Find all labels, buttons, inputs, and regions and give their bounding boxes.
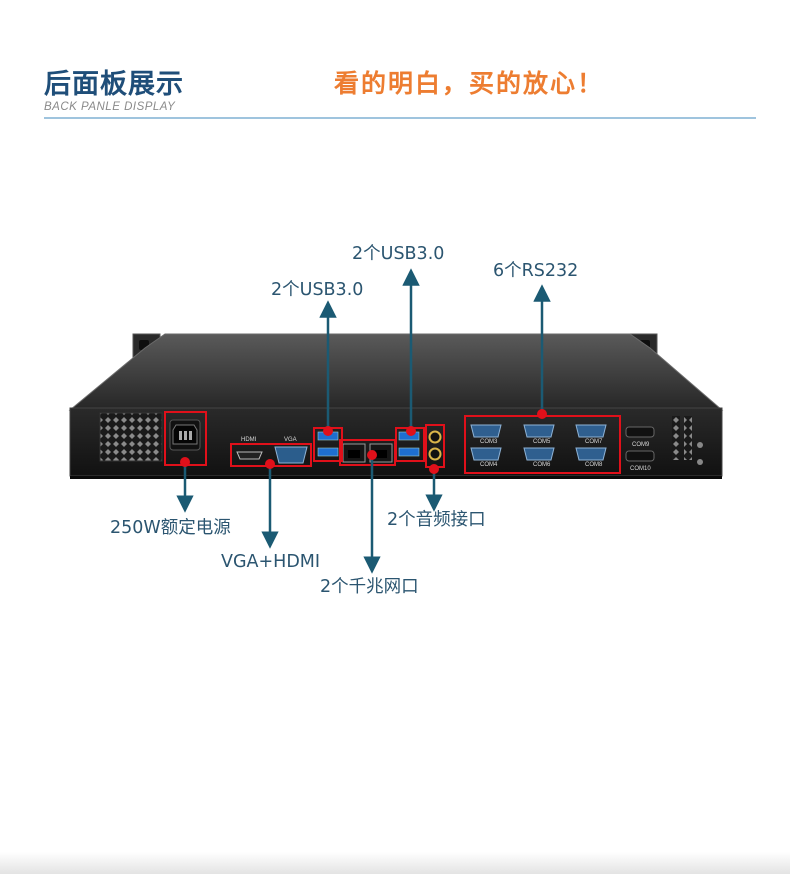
com-ports: COM3 COM5 COM7 COM4 COM6 COM8 COM9 COM10: [470, 424, 655, 472]
audio-callout: 2个音频接口: [387, 510, 486, 530]
header-divider: [44, 117, 756, 119]
audio-jacks: [428, 430, 442, 461]
video-callout: VGA+HDMI: [221, 552, 321, 572]
lan-callout: 2个千兆网口: [320, 577, 419, 597]
com4-label: COM4: [480, 462, 498, 468]
video-ports: HDMI VGA: [236, 437, 308, 464]
com8-label: COM8: [585, 462, 603, 468]
callout-dots: [180, 409, 547, 474]
vent-grille: [99, 412, 163, 462]
slogan: 看的明白，买的放心！: [334, 69, 605, 98]
callout-lines: [176, 268, 551, 574]
com7-label: COM7: [585, 439, 603, 445]
rs232-callout: 6个RS232: [493, 261, 579, 281]
power-socket: [169, 419, 201, 451]
chassis-top: [68, 333, 724, 411]
vga-port-label: VGA: [284, 437, 297, 443]
page-header: 后面板展示 BACK PANLE DISPLAY 看的明白，买的放心！: [0, 0, 790, 120]
page-title: 后面板展示: [44, 69, 184, 100]
com9-label: COM9: [632, 442, 650, 448]
bottom-shadow: [0, 852, 790, 874]
com3-label: COM3: [480, 439, 498, 445]
com5-label: COM5: [533, 439, 551, 445]
usb-left-callout: 2个USB3.0: [271, 280, 364, 300]
power-callout: 250W额定电源: [110, 518, 231, 538]
usb-right-callout: 2个USB3.0: [352, 244, 445, 264]
com10-label: COM10: [630, 466, 651, 472]
page-subtitle: BACK PANLE DISPLAY: [44, 101, 176, 113]
com6-label: COM6: [533, 462, 551, 468]
hdmi-port-label: HDMI: [241, 437, 257, 443]
